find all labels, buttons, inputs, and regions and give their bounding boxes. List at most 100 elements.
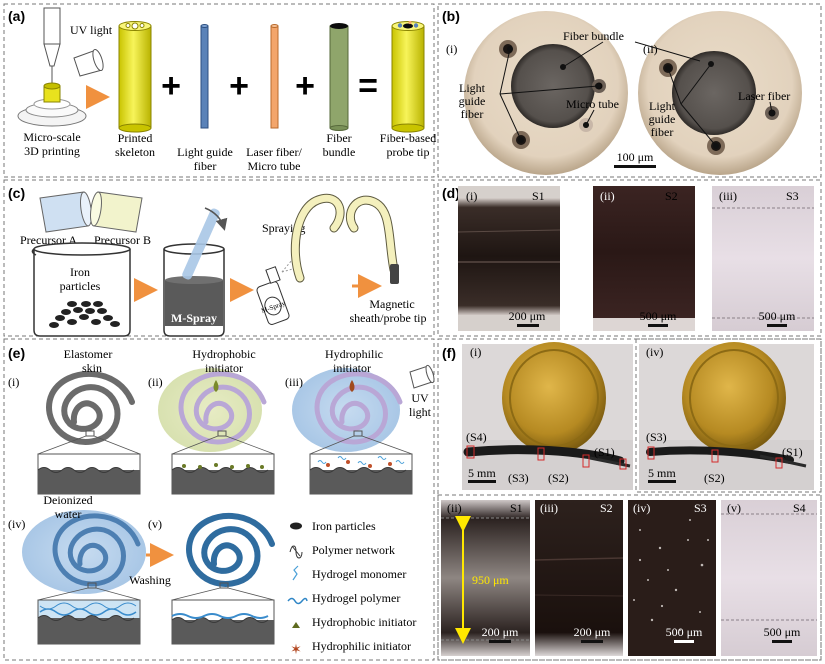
photo-iv-frame: [635, 338, 822, 493]
hydrophobic-initiator-icon: [292, 622, 300, 628]
laser-label-line2: Micro tube: [248, 159, 301, 173]
scale-bar-label: 500 μm: [640, 309, 677, 323]
sample-label: S2: [600, 501, 613, 515]
light-guide-label-line3: fiber: [461, 107, 484, 121]
sub-label: (i): [466, 189, 477, 203]
scale-bar-label: 500 μm: [759, 309, 796, 323]
segment-tag: (S3): [508, 471, 529, 485]
sample-label: S3: [786, 189, 799, 203]
callout-lines: [499, 41, 773, 147]
printer-nozzle-icon: [43, 7, 61, 88]
panel-b-letter: (b): [442, 8, 460, 24]
micrograph-d-iii: [712, 186, 814, 331]
step-label-line2: skin: [82, 361, 102, 375]
scale-bar-label: 500 μm: [764, 625, 801, 639]
panel-e-frame: [3, 338, 435, 661]
sub-label: (v): [148, 517, 162, 531]
laser-fiber-label: Laser fiber: [738, 89, 790, 103]
hydrogel-polymer-icon: [287, 597, 308, 605]
segment-tag: (S2): [704, 471, 725, 485]
laser-label-line1: Laser fiber/: [246, 145, 302, 159]
scale-bar-label: 5 mm: [468, 466, 496, 480]
sub-label: (i): [470, 345, 481, 359]
fiber-bundle-label: Fiber bundle: [563, 29, 624, 43]
polymer-network-icon: [289, 545, 303, 559]
legend-item: Hydrophobic initiator: [312, 615, 416, 629]
sub-label: (v): [727, 501, 741, 515]
uv-label-line1: UV: [411, 391, 429, 405]
scale-bar: [581, 640, 603, 643]
panel-d: (d) (i) S1 200 μm (ii) S2 500 μm (iii) S…: [442, 185, 814, 331]
zoom-box: [219, 582, 229, 589]
spray-can-icon: [256, 259, 297, 325]
mspray-label: M-Spray: [171, 311, 217, 325]
light-guide-label-line1: Light: [459, 81, 486, 95]
skin-layer: [38, 470, 140, 494]
monomer-squiggles: [317, 456, 405, 465]
step-label-line1: Deionized: [43, 493, 92, 507]
sample-label: S1: [532, 189, 545, 203]
segment-tag: (S2): [548, 471, 569, 485]
zoom-lines: [37, 435, 141, 455]
light-guide2-label-line1: Light: [649, 99, 676, 113]
panel-c: (c) Precursor A Precursor B Iron particl…: [8, 185, 426, 337]
segment-tag: (S4): [466, 430, 487, 444]
skin-surface: [309, 467, 407, 473]
tip-label-line1: Fiber-based: [380, 131, 436, 145]
printer-label-line2: 3D printing: [24, 144, 80, 158]
skin-surface: [37, 467, 135, 473]
skin-surface: [171, 617, 269, 623]
scale-bar: [674, 640, 694, 643]
light-guide2-label-line2: guide: [649, 112, 676, 126]
skeleton-label-line1: Printed: [118, 131, 153, 145]
coated-tube-2: [346, 196, 398, 274]
zoom-lines: [171, 587, 275, 601]
scale-bar-label: 200 μm: [482, 625, 519, 639]
scale-bar: [648, 480, 676, 483]
scale-bar: [489, 640, 511, 643]
skin-surface: [171, 467, 269, 473]
panel-d-letter: (d): [442, 185, 460, 201]
thickness-measure: 950 μm: [472, 573, 509, 587]
coated-tube-1: [291, 194, 344, 282]
hydrophilic-initiator-stars: [326, 460, 392, 468]
scale-bar: [468, 480, 496, 483]
sheath-label-line1: Magnetic: [369, 297, 414, 311]
sub-label: (ii): [643, 42, 658, 56]
precursor-b-cup-icon: [90, 191, 143, 233]
sub-label: (iii): [540, 501, 558, 515]
callout-dots: [507, 46, 775, 149]
hydrogel-network: [39, 602, 137, 610]
legend-item: Iron particles: [312, 519, 376, 533]
panel-f: (f) (i) (S4) (S3) (S2) (S1) 5 mm: [437, 338, 822, 661]
panel-c-letter: (c): [8, 185, 25, 201]
sub-label: (i): [446, 42, 457, 56]
legend-item: Hydrophilic initiator: [312, 639, 411, 653]
micrographs-frame: [437, 494, 822, 661]
zoom-box: [87, 582, 97, 589]
printed-skeleton-icon: [118, 21, 152, 133]
step-label-line2: initiator: [205, 361, 243, 375]
micrograph-f-ii: [441, 500, 530, 656]
micrograph-f-v: [721, 500, 817, 656]
sub-label: (iv): [633, 501, 650, 515]
bundle-label-line1: Fiber: [326, 131, 351, 145]
sub-label: (ii): [148, 375, 163, 389]
hydrogel-network: [39, 608, 137, 616]
hydrogel-coating: [171, 613, 269, 619]
scale-bar: [648, 324, 668, 327]
scale-bar: [614, 165, 656, 168]
tip-label-line2: probe tip: [387, 145, 430, 159]
scale-bar: [772, 640, 792, 643]
hydrophilic-initiator-icon: ✶: [290, 642, 302, 658]
elastomer-spiral-v: [186, 513, 275, 587]
washing-label: Washing: [129, 573, 171, 587]
step-label-line1: Elastomer: [64, 347, 113, 361]
sub-label: (ii): [600, 189, 615, 203]
uv-light-label: UV light: [70, 23, 113, 37]
uv-lamp-icon: [409, 364, 435, 389]
plus-sign: +: [295, 67, 315, 105]
light-guide2-label-line3: fiber: [651, 125, 674, 139]
uv-label-line2: light: [409, 405, 432, 419]
